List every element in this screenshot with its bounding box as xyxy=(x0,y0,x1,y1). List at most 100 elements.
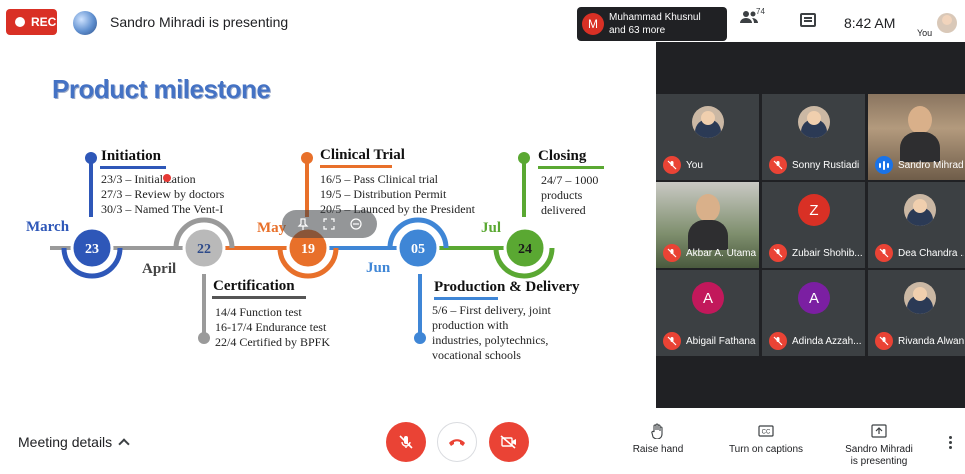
underline-initiation xyxy=(100,166,166,169)
participant-tile[interactable]: A Adinda Azzah... xyxy=(762,270,865,356)
milestone-line: 14/4 Function test xyxy=(215,305,302,319)
mic-off-icon xyxy=(663,332,681,350)
arc-production xyxy=(387,217,449,249)
meeting-details-button[interactable]: Meeting details xyxy=(18,434,130,450)
captions-label: Turn on captions xyxy=(728,444,804,455)
pointer-cursor xyxy=(163,174,171,182)
milestone-title-production: Production & Delivery xyxy=(434,279,580,295)
camera-toggle-button[interactable] xyxy=(489,422,529,462)
stem-dot-production xyxy=(414,332,426,344)
month-label-april: April xyxy=(142,261,177,277)
people-icon xyxy=(740,11,758,23)
node-certification xyxy=(182,226,226,270)
participant-name: Abigail Fathana xyxy=(686,336,756,347)
avatar xyxy=(692,106,724,138)
mic-off-icon xyxy=(875,332,893,350)
milestone-line: 27/3 – Review by doctors xyxy=(101,187,225,201)
participant-tile[interactable]: You xyxy=(656,94,759,180)
mic-off-icon xyxy=(769,156,787,174)
mic-off-icon xyxy=(769,332,787,350)
record-dot-icon xyxy=(15,17,25,27)
top-icons: 74 xyxy=(740,7,816,29)
captions-icon: CC xyxy=(758,425,774,437)
presenting-line2: is presenting xyxy=(850,456,908,467)
milestone-line: 23/3 – Initialization xyxy=(101,172,196,186)
leave-call-button[interactable] xyxy=(437,422,477,462)
avatar xyxy=(904,194,936,226)
video-feed xyxy=(900,106,940,162)
milestone-line: 30/3 – Named The Vent-I xyxy=(101,202,224,216)
participant-name: Zubair Shohib... xyxy=(792,248,863,259)
milestone-line: 19/5 – Distribution Permit xyxy=(320,187,447,201)
participant-name: Sandro Mihradi xyxy=(898,160,964,171)
stem-dot-certification xyxy=(198,332,210,344)
present-now-button[interactable]: Sandro Mihradi is presenting xyxy=(838,422,920,468)
milestone-title-initiation: Initiation xyxy=(101,148,162,164)
hang-up-icon xyxy=(449,439,465,446)
pin-icon[interactable] xyxy=(296,217,310,231)
milestone-line: delivered xyxy=(541,203,586,217)
avatar xyxy=(798,106,830,138)
month-label-march: March xyxy=(26,219,70,235)
chat-icon[interactable] xyxy=(800,12,816,27)
slide-title: Product milestone xyxy=(52,74,271,104)
speaking-icon xyxy=(875,156,893,174)
raise-hand-button[interactable]: Raise hand xyxy=(628,422,688,456)
participant-tile[interactable]: Sonny Rustiadi xyxy=(762,94,865,180)
node-production xyxy=(396,226,440,270)
participant-tile[interactable]: A Abigail Fathana xyxy=(656,270,759,356)
milestone-line: 5/6 – First delivery, joint xyxy=(432,303,551,317)
recording-badge: REC xyxy=(6,9,57,35)
presenting-text: Sandro Mihradi is presenting xyxy=(110,14,289,30)
bottom-bar: Meeting details Raise hand CC Turn on ca… xyxy=(0,408,965,474)
milestone-line: 16-17/4 Endurance test xyxy=(215,320,327,334)
underline-clinical xyxy=(320,165,392,168)
chip-avatar: M xyxy=(582,13,604,35)
top-bar: REC Sandro Mihradi is presenting M Muham… xyxy=(0,0,965,42)
captions-button[interactable]: CC Turn on captions xyxy=(724,422,808,456)
arc-clinical xyxy=(277,247,339,279)
avatar: Z xyxy=(798,194,830,226)
milestone-line: industries, polytechnics, xyxy=(432,333,549,347)
hand-icon xyxy=(651,423,663,439)
fullscreen-icon[interactable] xyxy=(322,217,336,231)
raise-hand-label: Raise hand xyxy=(632,444,684,455)
participant-name: You xyxy=(686,160,703,171)
meeting-details-label: Meeting details xyxy=(18,434,113,450)
mic-off-icon xyxy=(663,156,681,174)
presenter-avatar xyxy=(73,11,97,35)
node-label-production: 05 xyxy=(411,242,425,257)
chip-names: Muhammad Khusnul and 63 more xyxy=(609,11,701,37)
mic-toggle-button[interactable] xyxy=(386,422,426,462)
underline-production xyxy=(434,297,498,300)
participant-tile[interactable]: Dea Chandra ... xyxy=(868,182,965,268)
remove-icon[interactable] xyxy=(349,217,363,231)
mic-off-icon xyxy=(769,244,787,262)
month-label-jun: Jun xyxy=(366,260,391,276)
more-options-icon[interactable] xyxy=(949,436,953,450)
participants-chip[interactable]: M Muhammad Khusnul and 63 more xyxy=(577,7,727,41)
participant-tile[interactable]: Rivanda Alwan... xyxy=(868,270,965,356)
node-label-closing: 24 xyxy=(518,242,532,257)
participant-grid: You Sonny Rustiadi Sandro Mihradi Akbar … xyxy=(656,42,965,408)
svg-text:CC: CC xyxy=(762,430,771,436)
milestone-title-certification: Certification xyxy=(213,278,295,294)
clock: 8:42 AM xyxy=(844,15,896,31)
self-avatar[interactable] xyxy=(937,13,957,33)
stem-dot-clinical xyxy=(301,152,313,164)
node-closing xyxy=(503,226,547,270)
chip-line1: Muhammad Khusnul xyxy=(609,12,701,23)
timeline-graphic: 23 22 19 05 24 xyxy=(50,152,604,344)
people-button[interactable]: 74 xyxy=(740,7,765,29)
camera-off-icon xyxy=(500,435,516,449)
participant-tile-video[interactable]: Akbar A. Utama xyxy=(656,182,759,268)
node-initiation xyxy=(70,226,114,270)
milestone-line: production with xyxy=(432,318,509,332)
node-label-certification: 22 xyxy=(197,242,211,257)
participant-tile[interactable]: Z Zubair Shohib... xyxy=(762,182,865,268)
milestone-title-clinical: Clinical Trial xyxy=(320,147,405,163)
present-icon xyxy=(871,424,887,438)
arc-initiation xyxy=(61,247,123,279)
participant-tile-video[interactable]: Sandro Mihradi xyxy=(868,94,965,180)
